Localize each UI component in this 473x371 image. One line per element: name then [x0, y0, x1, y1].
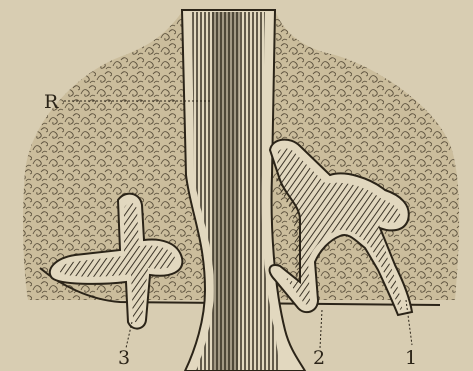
- leader-3: [126, 322, 132, 348]
- label-r: R: [44, 91, 59, 113]
- label-1: 1: [405, 347, 417, 369]
- label-2: 2: [313, 347, 325, 369]
- leader-2: [320, 310, 322, 348]
- label-3: 3: [118, 347, 130, 369]
